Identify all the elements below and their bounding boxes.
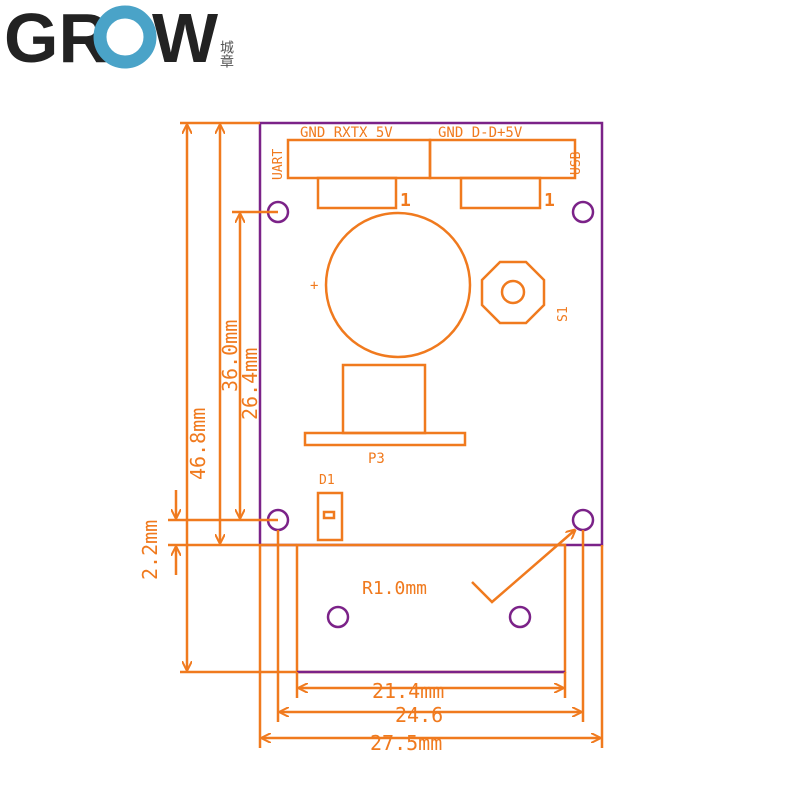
sensor-circle: [324, 211, 472, 359]
s1-label: S1: [556, 306, 571, 322]
d1-label: D1: [319, 473, 335, 488]
radius-leader: [471, 530, 575, 604]
logo-fingerprint-icon: [93, 5, 157, 69]
logo-text-g: GR: [4, 0, 109, 77]
connectors: [286, 138, 577, 210]
dimension-lines: [176, 125, 600, 738]
switch-s1-octagon: [480, 260, 546, 325]
dim-21-4: 21.4mm: [372, 679, 444, 703]
dim-2-2: 2.2mm: [138, 520, 162, 580]
p3-label: P3: [368, 451, 385, 467]
usb-pin-labels: GND D-D+5V: [438, 125, 523, 141]
usb-label: USB: [569, 151, 584, 175]
dim-46-8: 46.8mm: [186, 408, 210, 480]
polarity-plus: +: [310, 278, 318, 294]
dim-24-6: 24.6: [395, 703, 443, 727]
dim-36-0: 36.0mm: [218, 320, 242, 392]
extension-lines: [168, 121, 604, 748]
uart-pin-labels: GND RXTX 5V: [300, 125, 393, 141]
pin1-uart: 1: [400, 190, 411, 211]
grow-logo: GR W 城章: [4, 0, 234, 77]
p3-base: [303, 431, 467, 447]
tab-hole-left: [326, 605, 350, 629]
logo-text-w: W: [152, 0, 218, 77]
board-outline: [258, 121, 604, 547]
dim-27-5: 27.5mm: [370, 731, 442, 755]
logo-seal: 城章: [218, 40, 234, 68]
d1-led: [316, 491, 344, 542]
pin1-usb: 1: [544, 190, 555, 211]
switch-s1-button: [500, 279, 526, 305]
tab-hole-right: [508, 605, 532, 629]
mounting-holes: [266, 200, 595, 532]
dim-26-4: 26.4mm: [238, 348, 262, 420]
uart-label: UART: [271, 149, 286, 180]
radius-label: R1.0mm: [362, 578, 427, 599]
p3-connector: [341, 363, 427, 435]
